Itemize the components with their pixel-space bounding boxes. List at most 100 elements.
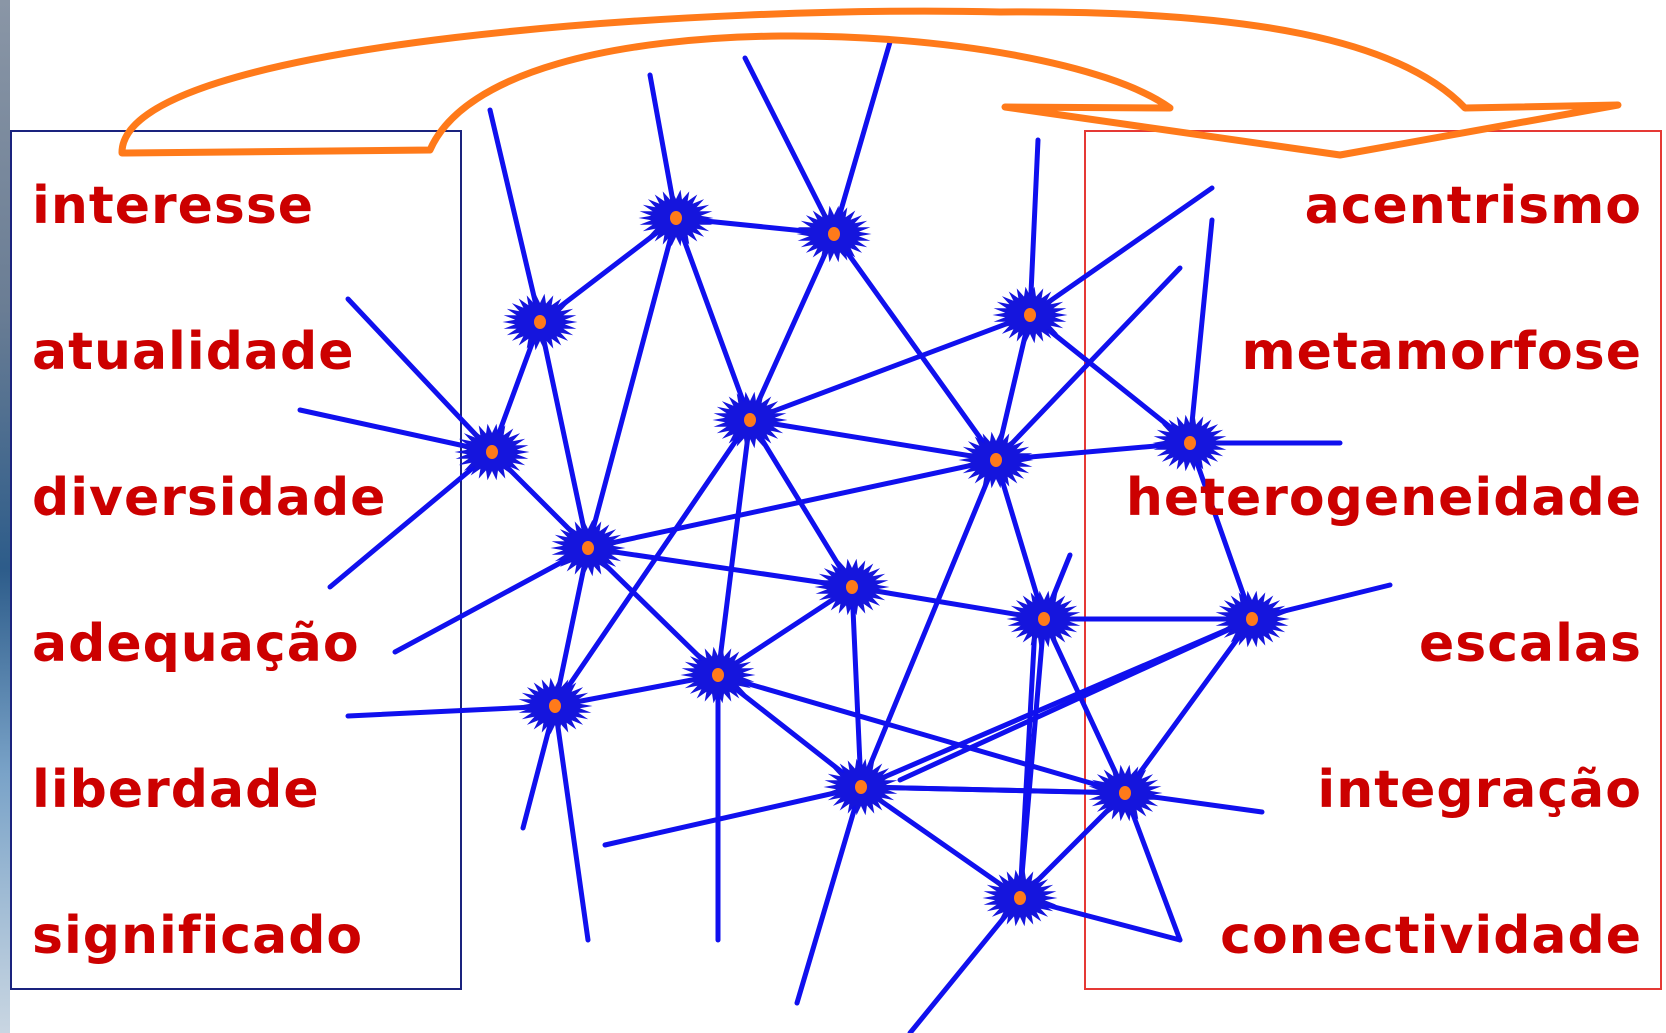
network-node	[454, 423, 530, 481]
network-node-center	[582, 541, 594, 555]
network-edge	[715, 417, 753, 678]
left-word-atualidade: atualidade	[32, 322, 355, 382]
left-concepts-frame	[10, 130, 462, 990]
network-edge	[858, 784, 1133, 796]
network-edge	[1187, 217, 1215, 446]
network-node-center	[1246, 612, 1258, 626]
network-edge	[1041, 616, 1128, 796]
network-edge	[345, 703, 558, 719]
network-node-center	[1038, 612, 1050, 626]
network-edge	[585, 457, 999, 551]
network-node	[502, 293, 578, 351]
network-edge	[1027, 185, 1215, 318]
network-edge	[537, 215, 679, 325]
network-edge	[858, 457, 999, 790]
network-node-center	[1119, 786, 1131, 800]
network-node	[982, 869, 1058, 927]
right-word-conectividade: conectividade	[1220, 906, 1642, 966]
network-edge	[858, 784, 1023, 901]
curved-connector-arrow	[118, 7, 1622, 159]
network-edge	[673, 215, 753, 423]
network-nodes	[454, 189, 1290, 927]
right-word-escalas: escalas	[1419, 614, 1642, 674]
network-edge	[585, 545, 855, 590]
network-node-center	[744, 413, 756, 427]
network-edges	[297, 39, 1393, 1033]
network-edge	[742, 55, 837, 237]
network-edge	[1122, 616, 1255, 796]
network-edge	[552, 545, 591, 709]
network-edge	[585, 545, 721, 678]
network-node-center	[534, 315, 546, 329]
network-node	[1006, 590, 1082, 648]
network-edge	[831, 231, 999, 463]
network-node	[638, 189, 714, 247]
network-edge	[993, 312, 1033, 463]
network-node	[814, 558, 890, 616]
network-edge	[907, 895, 1023, 1033]
network-edge	[993, 457, 1047, 622]
network-node	[1214, 590, 1290, 648]
network-node-center	[549, 699, 561, 713]
network-edge	[715, 672, 1128, 796]
network-edge	[1027, 312, 1193, 446]
network-node	[992, 286, 1068, 344]
slide-edge-strip	[0, 0, 10, 1033]
network-edge	[585, 215, 679, 551]
network-edge	[1122, 790, 1183, 943]
network-edge	[794, 784, 864, 1006]
network-edge	[1017, 624, 1038, 901]
left-word-interesse: interesse	[32, 176, 315, 236]
network-edge	[487, 107, 543, 325]
network-edge	[537, 319, 591, 551]
left-word-adequacao: adequação	[32, 614, 360, 674]
network-node	[823, 758, 899, 816]
network-edge	[747, 312, 1033, 423]
network-edge	[747, 417, 999, 463]
network-node-center	[712, 668, 724, 682]
network-node-center	[1024, 308, 1036, 322]
network-edge	[897, 616, 1255, 783]
left-word-diversidade: diversidade	[32, 468, 387, 528]
network-edge	[715, 672, 864, 790]
network-edge	[552, 417, 753, 709]
network-node-center	[486, 445, 498, 459]
left-word-significado: significado	[32, 906, 364, 966]
left-word-liberdade: liberdade	[32, 760, 320, 820]
network-edge	[392, 545, 591, 655]
network-node-center	[1014, 891, 1026, 905]
right-word-metamorfose: metamorfose	[1241, 322, 1642, 382]
network-node	[517, 677, 593, 735]
network-edge	[297, 407, 495, 455]
network-node-center	[670, 211, 682, 225]
network-edge	[552, 703, 591, 943]
network-edge	[673, 215, 837, 237]
network-node	[796, 205, 872, 263]
network-node-center	[1184, 436, 1196, 450]
network-edge	[1187, 440, 1255, 622]
network-edge	[602, 784, 864, 848]
network-node	[550, 519, 626, 577]
network-edge	[747, 231, 837, 423]
network-edge	[1027, 137, 1041, 318]
network-node-center	[828, 227, 840, 241]
right-word-integracao: integração	[1317, 760, 1642, 820]
network-edge	[831, 39, 893, 237]
network-edge	[327, 449, 495, 590]
network-edge	[993, 265, 1183, 463]
right-concepts-frame	[1084, 130, 1662, 990]
network-node-center	[990, 453, 1002, 467]
network-edge	[489, 319, 543, 455]
network-edge	[993, 440, 1193, 463]
network-edge	[849, 584, 864, 790]
right-word-acentrismo: acentrismo	[1304, 176, 1642, 236]
right-word-heterogeneidade: heterogeneidade	[1125, 468, 1642, 528]
network-edge	[1017, 895, 1183, 943]
network-node-center	[855, 780, 867, 794]
network-edge	[345, 296, 495, 455]
network-node	[1087, 764, 1163, 822]
network-node-center	[846, 580, 858, 594]
network-node	[712, 391, 788, 449]
